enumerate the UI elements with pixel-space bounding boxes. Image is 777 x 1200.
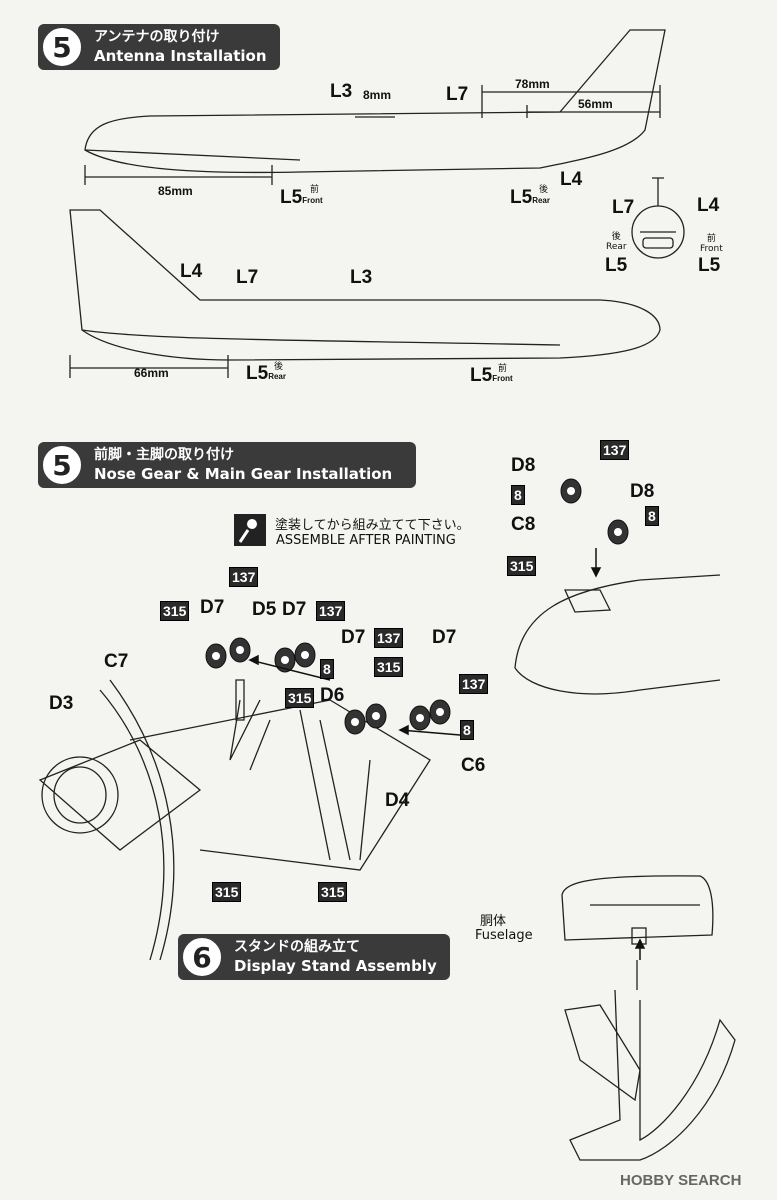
part-8-main-a: 8 (320, 659, 334, 679)
stand-fuselage (561, 875, 714, 941)
part-d7-d: D7 (432, 627, 457, 648)
dim-78mm: 78mm (515, 77, 550, 91)
step-header-antenna: 5 アンテナの取り付け Antenna Installation (38, 24, 280, 70)
watermark: HOBBY SEARCH (620, 1172, 742, 1189)
front-jp: 前 (310, 185, 320, 195)
dim-8mm: 8mm (363, 88, 392, 102)
front-jp: 前 (498, 364, 508, 374)
step-header-stand: 6 スタンドの組み立て Display Stand Assembly (178, 934, 450, 980)
label-l5-front-top: L5Front (280, 188, 323, 211)
fuselage-en: Fuselage (475, 928, 533, 943)
step-number: 6 (180, 935, 224, 979)
part-d8-left: D8 (511, 455, 536, 476)
step-title-jp: 前脚・主脚の取り付け (94, 447, 234, 463)
front-en: Front (700, 244, 723, 254)
paint-note-en: ASSEMBLE AFTER PAINTING (276, 533, 456, 548)
label-l5-front-bottom: L5Front (470, 366, 513, 389)
rear-jp: 後 (611, 232, 621, 242)
dim-66mm: 66mm (134, 366, 169, 380)
paint-note-jp: 塗装してから組み立てて下さい。 (275, 518, 470, 533)
part-d5: D5 (252, 599, 277, 620)
label-l5-front-right: L5 (698, 255, 721, 276)
part-137-main-d: 137 (459, 674, 489, 694)
l5-text: L5 (280, 187, 303, 208)
label-l7-top: L7 (446, 84, 469, 105)
part-d6: D6 (320, 685, 345, 706)
label-l4-front: L4 (697, 195, 720, 216)
part-8-nose-right: 8 (645, 506, 659, 526)
rear-en: Rear (532, 196, 550, 205)
part-c8: C8 (511, 514, 536, 535)
fuselage-jp: 胴体 (480, 914, 507, 929)
part-d7-c: D7 (341, 627, 366, 648)
label-l4-top: L4 (560, 169, 583, 190)
rear-en: Rear (268, 372, 286, 381)
label-l7-front: L7 (612, 197, 635, 218)
part-d8-right: D8 (630, 481, 655, 502)
part-315-main-a: 315 (160, 601, 190, 621)
step-title-jp: スタンドの組み立て (234, 939, 360, 955)
l5-text: L5 (470, 365, 493, 386)
dim-56mm: 56mm (578, 97, 613, 111)
l5-text: L5 (510, 187, 533, 208)
front-en: Front (492, 374, 513, 383)
airplane-side-top (84, 29, 666, 174)
step-title-en: Antenna Installation (94, 47, 267, 65)
front-jp: 前 (706, 234, 716, 244)
label-l4-bottom: L4 (180, 261, 203, 282)
rear-jp: 後 (539, 185, 549, 195)
label-l5-front-left: L5 (605, 255, 628, 276)
part-137-main-b: 137 (316, 601, 346, 621)
part-d7-b: D7 (282, 599, 307, 620)
rear-label-front-view: 後 Rear (606, 232, 627, 252)
part-315-nose: 315 (507, 556, 537, 576)
dim-85mm: 85mm (158, 184, 193, 198)
part-315-main-c: 315 (285, 688, 315, 708)
part-8-nose-left: 8 (511, 485, 525, 505)
part-137-main-a: 137 (229, 567, 259, 587)
part-d3: D3 (49, 693, 74, 714)
part-d7-a: D7 (200, 597, 225, 618)
label-l3-bottom: L3 (350, 267, 373, 288)
part-315-main-e: 315 (318, 882, 348, 902)
fuselage-nose (514, 574, 721, 695)
part-d4: D4 (385, 790, 410, 811)
step-title-en: Display Stand Assembly (234, 957, 437, 975)
l5-text: L5 (246, 363, 269, 384)
part-137-main-c: 137 (374, 628, 404, 648)
part-8-main-b: 8 (460, 720, 474, 740)
front-en: Front (302, 196, 323, 205)
rear-jp: 後 (274, 362, 284, 372)
step-number: 5 (40, 25, 84, 69)
airplane-side-bottom (69, 209, 661, 361)
label-l7-bottom: L7 (236, 267, 259, 288)
label-l5-rear-bottom: L5Rear (246, 364, 286, 387)
label-l3-top: L3 (330, 81, 353, 102)
part-315-main-d: 315 (212, 882, 242, 902)
part-c6: C6 (461, 755, 486, 776)
step-title-jp: アンテナの取り付け (94, 29, 220, 45)
front-label-front-view: 前 Front (700, 234, 723, 254)
step-header-gear: 5 前脚・主脚の取り付け Nose Gear & Main Gear Insta… (38, 442, 416, 488)
part-137-nose: 137 (600, 440, 630, 460)
part-c7: C7 (104, 651, 129, 672)
rear-en: Rear (606, 242, 627, 252)
label-l5-rear-top: L5Rear (510, 188, 550, 211)
part-315-main-b: 315 (374, 657, 404, 677)
step-number: 5 (40, 443, 84, 487)
step-title-en: Nose Gear & Main Gear Installation (94, 465, 393, 483)
